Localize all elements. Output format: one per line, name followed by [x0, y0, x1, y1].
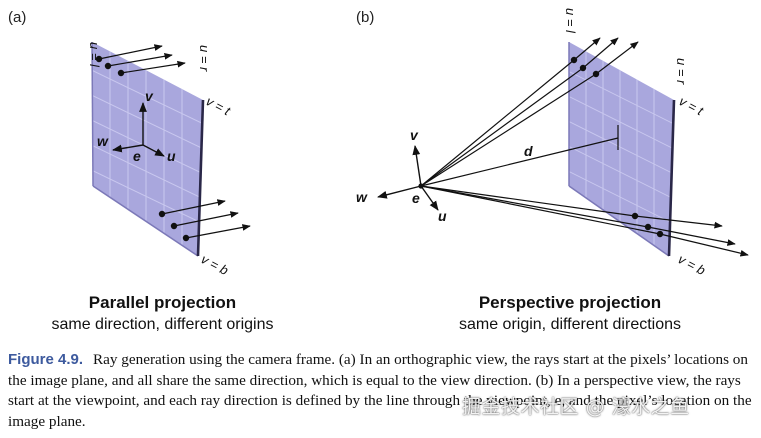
- axis-label-v-a: v: [145, 88, 154, 104]
- edge-label-u-left-b: u = l: [563, 8, 578, 34]
- edge-label-v-top-a: v = t: [204, 93, 234, 119]
- axis-label-e-b: e: [412, 190, 420, 206]
- edge-label-v-bottom-a: v = b: [199, 251, 231, 278]
- axis-label-e-a: e: [133, 148, 141, 164]
- axis-label-u-b: u: [438, 208, 447, 224]
- panel-a-label: (a): [8, 9, 26, 26]
- edge-label-u-right-a: u = r: [197, 45, 212, 72]
- figure-caption: Figure 4.9.Ray generation using the came…: [8, 350, 753, 432]
- camera-frame-axes-b: [377, 145, 439, 211]
- perspective-rays-b: [420, 37, 749, 257]
- axis-label-u-a: u: [167, 148, 176, 164]
- image-plane-b: [568, 42, 676, 257]
- panel-b-title: Perspective projection: [478, 293, 662, 312]
- edge-label-u-left-a: u = l: [87, 42, 102, 68]
- distance-label-d: d: [524, 143, 533, 159]
- distance-d-indicator: [420, 125, 619, 187]
- panel-a-subtitle: same direction, different origins: [51, 316, 274, 333]
- panel-b-subtitle: same origin, different directions: [458, 316, 682, 333]
- parallel-rays-a: [95, 44, 251, 242]
- panel-b-label: (b): [356, 9, 374, 26]
- watermark: 掘金技术社区 @ 濠水之鱼: [462, 396, 690, 418]
- edge-label-u-right-b: u = r: [674, 58, 689, 85]
- viewpoint-e: [418, 183, 424, 189]
- figure-number: Figure 4.9.: [8, 351, 84, 368]
- caption-text: Ray generation using the camera frame. (…: [8, 351, 752, 430]
- camera-frame-axes-a: [112, 102, 165, 157]
- panel-a-title: Parallel projection: [88, 293, 237, 312]
- axis-label-w-a: w: [97, 133, 109, 149]
- edge-label-v-bottom-b: v = b: [676, 251, 708, 278]
- edge-label-v-top-b: v = t: [677, 93, 707, 119]
- axis-label-v-b: v: [410, 127, 419, 143]
- axis-label-w-b: w: [356, 189, 368, 205]
- image-plane-a: [91, 41, 205, 257]
